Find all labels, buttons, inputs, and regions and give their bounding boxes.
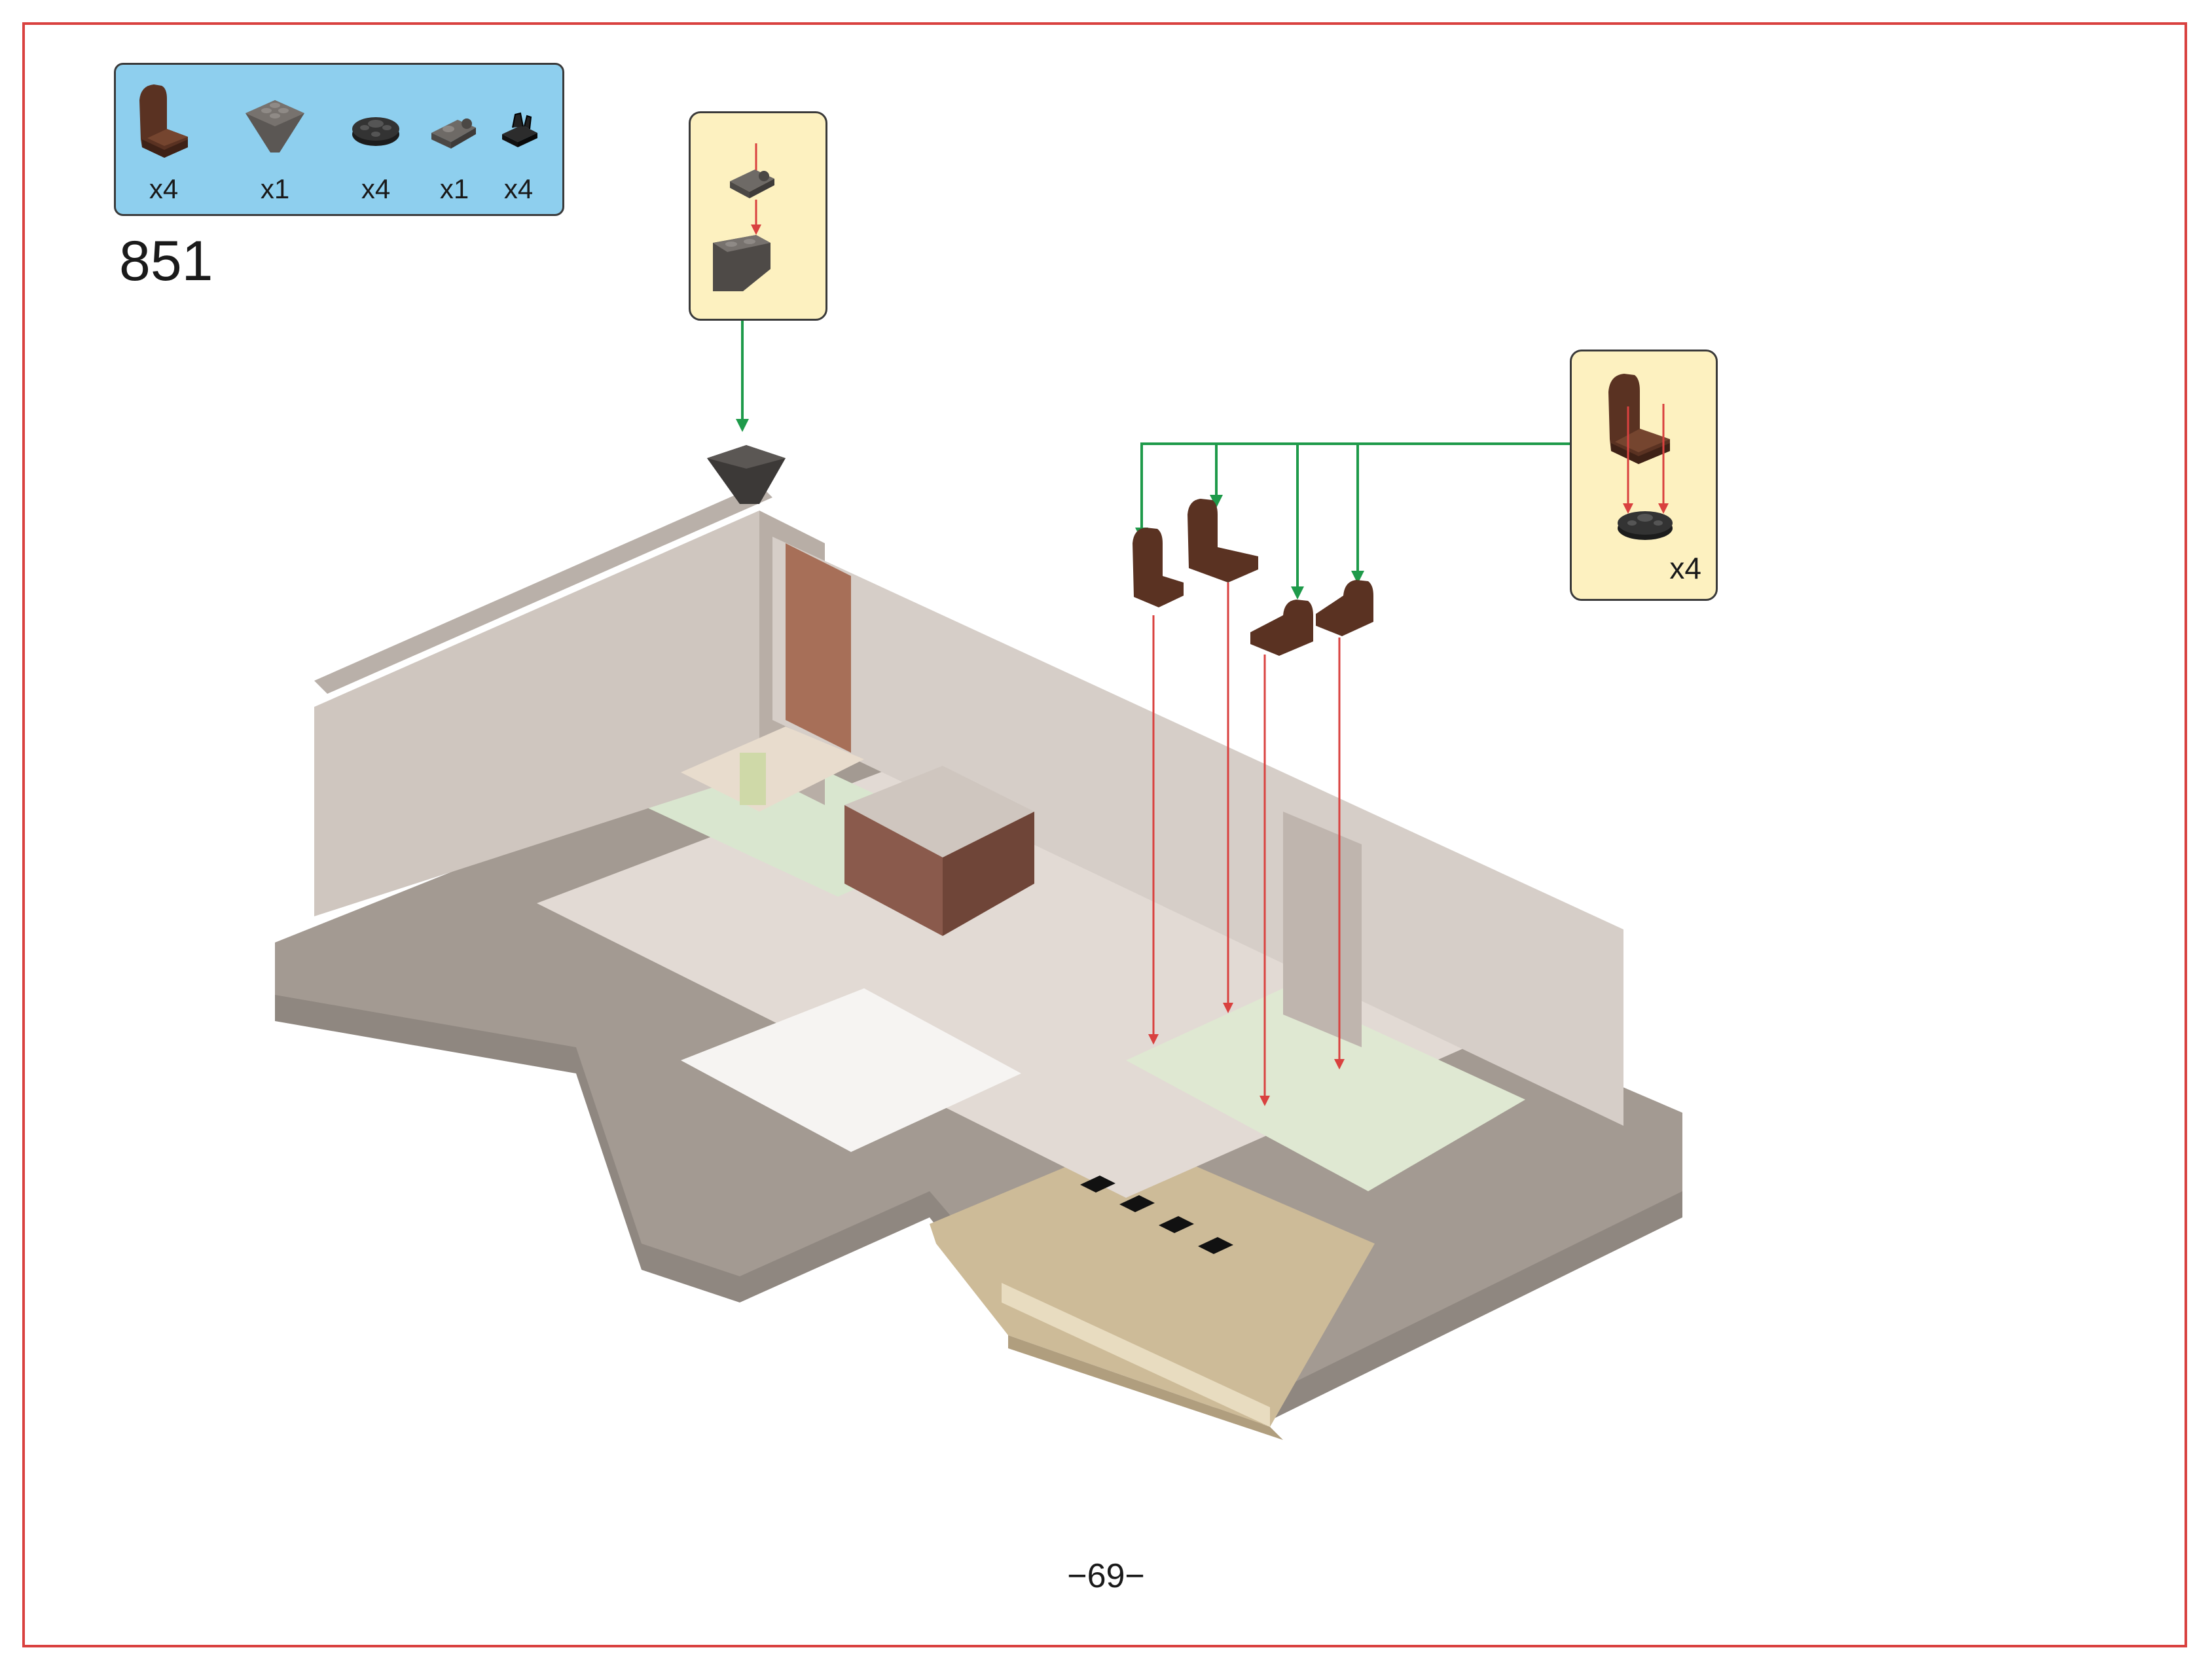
part-round-plate: x4 [340, 74, 412, 205]
part-qty: x4 [503, 173, 534, 204]
counter [844, 766, 1034, 936]
chair-3 [1250, 600, 1313, 656]
back-wall-right [772, 537, 1623, 1126]
page-frame [22, 22, 2187, 1647]
chair-1 [1133, 528, 1184, 607]
floor-tiles [537, 746, 1525, 1198]
part-qty: x4 [149, 173, 179, 204]
clip-bracket-placements [1080, 1176, 1233, 1254]
part-brown-chair: x4 [128, 74, 200, 205]
roof-inverted-slope [707, 445, 786, 504]
chair-subassembly-callout: x4 [1570, 350, 1718, 601]
brown-chair-icon [139, 84, 188, 158]
part-qty: x1 [260, 173, 290, 204]
chair-2 [1188, 499, 1258, 583]
red-arrowheads [1148, 1003, 1345, 1106]
part-qty: x4 [361, 173, 391, 204]
black-clip-bracket-icon [502, 112, 537, 147]
part-clip-plate: x1 [418, 74, 490, 205]
roof-subassembly-callout [689, 111, 827, 321]
part-inverted-slope: x1 [239, 74, 311, 205]
green-arrows [741, 321, 1570, 589]
step-number: 851 [119, 230, 213, 293]
dark-gray-inverted-slope-icon [245, 100, 304, 153]
red-arrows [1152, 583, 1341, 1100]
chair-4 [1316, 580, 1373, 636]
callout-multiplier: x4 [1669, 551, 1701, 585]
part-qty: x1 [439, 173, 469, 204]
roof-subassembly-diagram [713, 143, 774, 291]
page-number: −69− [1067, 1557, 1145, 1595]
part-clip-bracket: x4 [482, 74, 554, 205]
dark-gray-clip-plate-icon [431, 118, 476, 149]
chair-subassembly-diagram [1608, 374, 1673, 540]
dining-table [681, 727, 864, 812]
parts-list: x4 x1 x4 x1 [114, 63, 564, 216]
black-round-plate-icon [352, 117, 399, 146]
